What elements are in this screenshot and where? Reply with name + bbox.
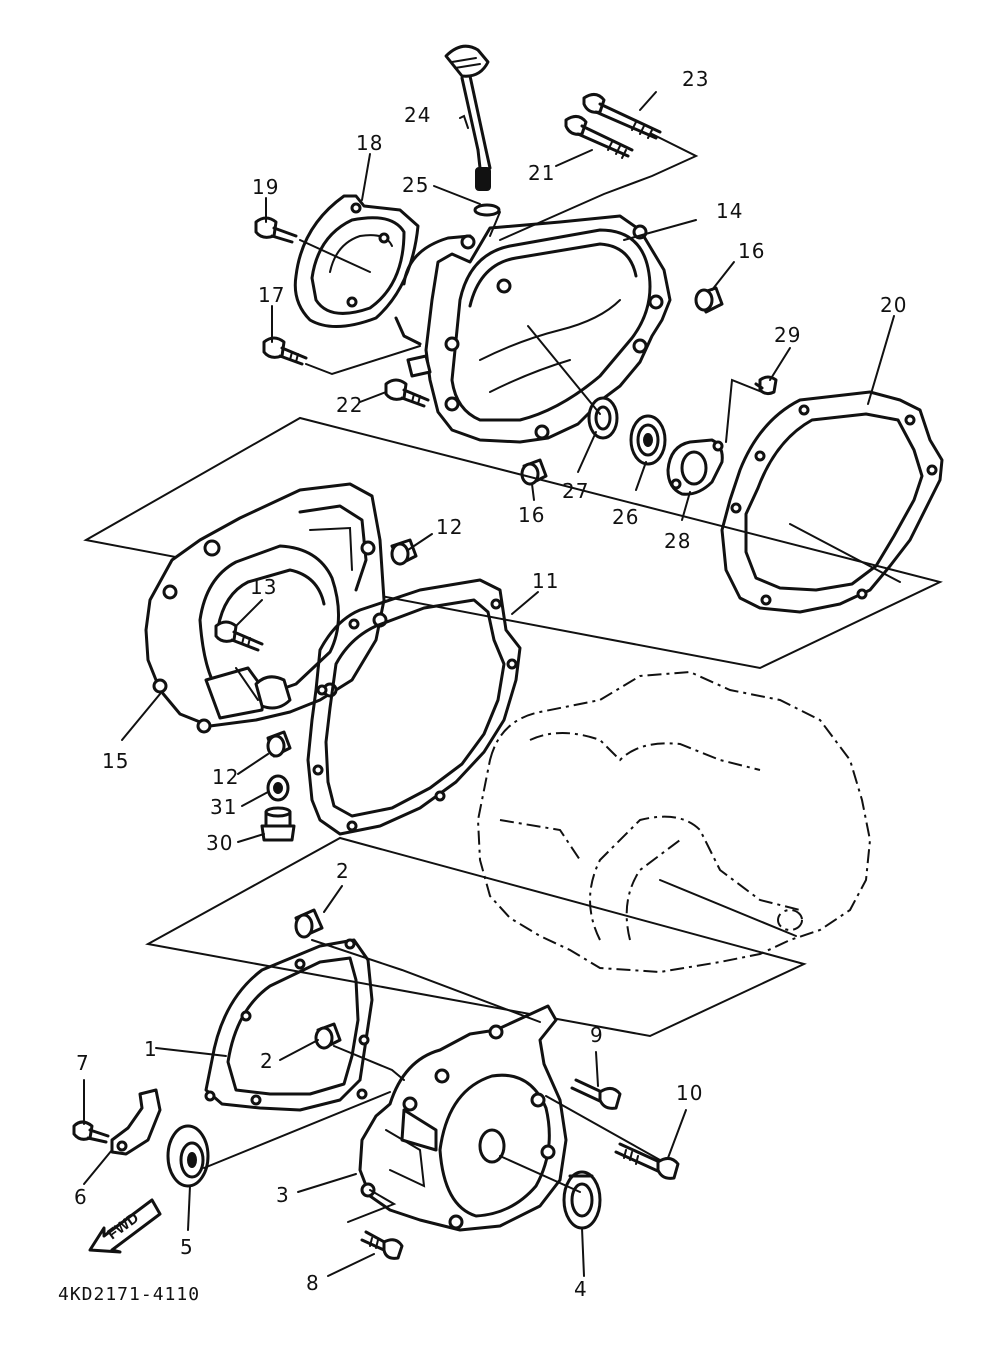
leader-27	[527, 325, 601, 415]
leader-17	[305, 345, 421, 376]
leader-10	[545, 1095, 661, 1161]
dowel-12-lower	[266, 730, 292, 758]
leader-19	[299, 239, 371, 273]
callout-15: 15	[102, 749, 129, 773]
callout-7: 7	[76, 1051, 90, 1075]
callout-2-upper: 2	[336, 859, 350, 883]
bolt-7	[72, 1120, 110, 1144]
gasket-1	[204, 938, 374, 1112]
leader-8	[347, 1189, 397, 1223]
callout-23: 23	[682, 67, 709, 91]
callout-26: 26	[612, 505, 639, 529]
callout-14: 14	[716, 199, 743, 223]
oil-seal-5	[166, 1124, 210, 1188]
callout-16-lower: 16	[518, 503, 545, 527]
callout-1: 1	[144, 1037, 158, 1061]
callout-16-upper: 16	[738, 239, 765, 263]
lower-cover-group: FWD	[72, 908, 680, 1260]
callout-20: 20	[880, 293, 907, 317]
bolt-9	[570, 1078, 622, 1110]
callout-6: 6	[74, 1185, 88, 1209]
callout-12-lower: 12	[212, 765, 239, 789]
cover-plate-part	[293, 194, 420, 329]
leader-20	[789, 523, 901, 583]
clutch-cover-group	[254, 44, 944, 614]
gasket-20	[720, 390, 944, 614]
callout-leaders	[83, 91, 895, 1277]
callout-29: 29	[774, 323, 801, 347]
callout-13: 13	[250, 575, 277, 599]
crankcase-cover-left	[144, 482, 388, 734]
bolt-17	[262, 336, 308, 366]
plane-outline-top	[83, 416, 943, 670]
leader-2-lower	[333, 1045, 405, 1081]
bolt-22	[384, 378, 430, 408]
bearing-26	[629, 414, 667, 466]
bearing-plate-28	[666, 438, 724, 496]
long-bolt-23	[582, 93, 662, 140]
bracket-6	[110, 1088, 162, 1156]
gasket-11	[306, 578, 522, 836]
oil-dipstick-part	[444, 44, 492, 191]
dowel-2-upper	[294, 908, 324, 939]
leader-29	[725, 378, 763, 443]
dowel-2-lower	[314, 1022, 342, 1050]
bolt-10	[614, 1142, 680, 1180]
leader-5	[203, 1091, 391, 1169]
callout-17: 17	[258, 283, 285, 307]
dowel-12-upper	[390, 538, 418, 566]
crankcase-cover-lower	[358, 1004, 568, 1232]
callout-25: 25	[402, 173, 429, 197]
callout-12-upper: 12	[436, 515, 463, 539]
long-bolt-21	[564, 115, 634, 159]
callout-21: 21	[528, 161, 555, 185]
callout-labels: 23 24 21 18 25 14 19 16 17 29 20 22 27 2…	[74, 67, 907, 1301]
drawing-code: 4KD2171-4110	[58, 1284, 200, 1305]
callout-30: 30	[206, 831, 233, 855]
callout-18: 18	[356, 131, 383, 155]
engine-crankcase-outline	[476, 670, 872, 974]
plane-outline-bottom	[145, 836, 807, 1038]
callout-2-lower: 2	[260, 1049, 274, 1073]
callout-27: 27	[562, 479, 589, 503]
callout-31: 31	[210, 795, 237, 819]
bolt-19	[254, 216, 298, 244]
callout-9: 9	[590, 1023, 604, 1047]
crankcase-cover-right	[394, 214, 672, 444]
oil-seal-4	[562, 1170, 602, 1230]
callout-22: 22	[336, 393, 363, 417]
callout-5: 5	[180, 1235, 194, 1259]
callout-3: 3	[276, 1183, 290, 1207]
leader-2-upper	[311, 939, 541, 1023]
oring-part	[473, 203, 501, 217]
callout-8: 8	[306, 1271, 320, 1295]
bolt-8	[360, 1230, 404, 1260]
leader-13	[235, 667, 259, 701]
leader-4	[499, 1155, 581, 1193]
bolt-13	[214, 620, 264, 652]
callout-19: 19	[252, 175, 279, 199]
callout-28: 28	[664, 529, 691, 553]
callout-10: 10	[676, 1081, 703, 1105]
oil-seal-27	[587, 396, 619, 440]
drain-plug-30	[260, 806, 296, 842]
forward-arrow-icon: FWD	[88, 1198, 162, 1254]
callout-11: 11	[532, 569, 559, 593]
leader-25	[489, 211, 501, 237]
washer-31	[266, 774, 290, 802]
callout-24: 24	[404, 103, 431, 127]
dowel-pin-lower	[520, 458, 548, 486]
dowel-pin-upper	[694, 286, 724, 314]
callout-4: 4	[574, 1277, 588, 1301]
left-cover-group	[144, 482, 522, 842]
leader-bolts	[499, 133, 699, 241]
